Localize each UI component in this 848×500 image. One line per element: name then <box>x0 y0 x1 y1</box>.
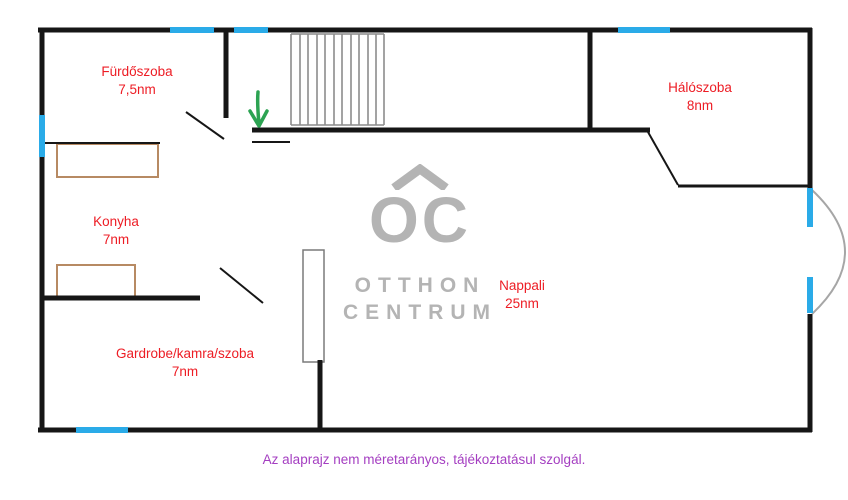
brand-watermark: OC OTTHON CENTRUM <box>343 164 497 324</box>
kitchen-counter <box>56 264 136 300</box>
room-size: 7nm <box>102 232 130 247</box>
room-label-haloszoba: Hálószoba 8nm <box>668 79 732 115</box>
room-name: Fürdőszoba <box>101 64 173 79</box>
brand-logo-text: OC <box>369 184 471 256</box>
room-name: Gardrobe/kamra/szoba <box>115 346 255 361</box>
room-size: 7,5nm <box>118 82 156 97</box>
room-name: Hálószoba <box>668 80 732 95</box>
room-size: 8nm <box>686 98 714 113</box>
room-name: Nappali <box>499 278 545 293</box>
bathroom-counter <box>56 143 159 178</box>
entrance-arrow-icon <box>248 90 269 128</box>
wardrobe-door-leaf <box>219 267 264 304</box>
brand-name-line1: OTTHON <box>354 274 486 297</box>
stairs <box>290 33 385 126</box>
room-label-gardrobe: Gardrobe/kamra/szoba 7nm <box>116 345 254 381</box>
minor-walls <box>42 141 290 144</box>
door-leaves <box>185 111 679 304</box>
room-label-nappali: Nappali 25nm <box>499 277 545 313</box>
windows <box>39 27 813 433</box>
walls <box>38 27 813 433</box>
brand-name-line2: CENTRUM <box>343 301 497 324</box>
bedroom-door-leaf <box>647 131 679 186</box>
room-label-konyha: Konyha 7nm <box>93 213 139 249</box>
room-label-furdoszoba: Fürdőszoba 7,5nm <box>101 63 172 99</box>
room-name: Konyha <box>93 214 139 229</box>
room-size: 7nm <box>171 364 199 379</box>
bathroom-door-leaf <box>185 111 225 140</box>
wardrobe-door-panel <box>302 249 325 363</box>
disclaimer-text: Az alaprajz nem méretarányos, tájékoztat… <box>262 452 586 467</box>
balcony-door-arc <box>811 189 846 315</box>
room-size: 25nm <box>505 296 539 311</box>
roof-icon <box>343 164 497 190</box>
